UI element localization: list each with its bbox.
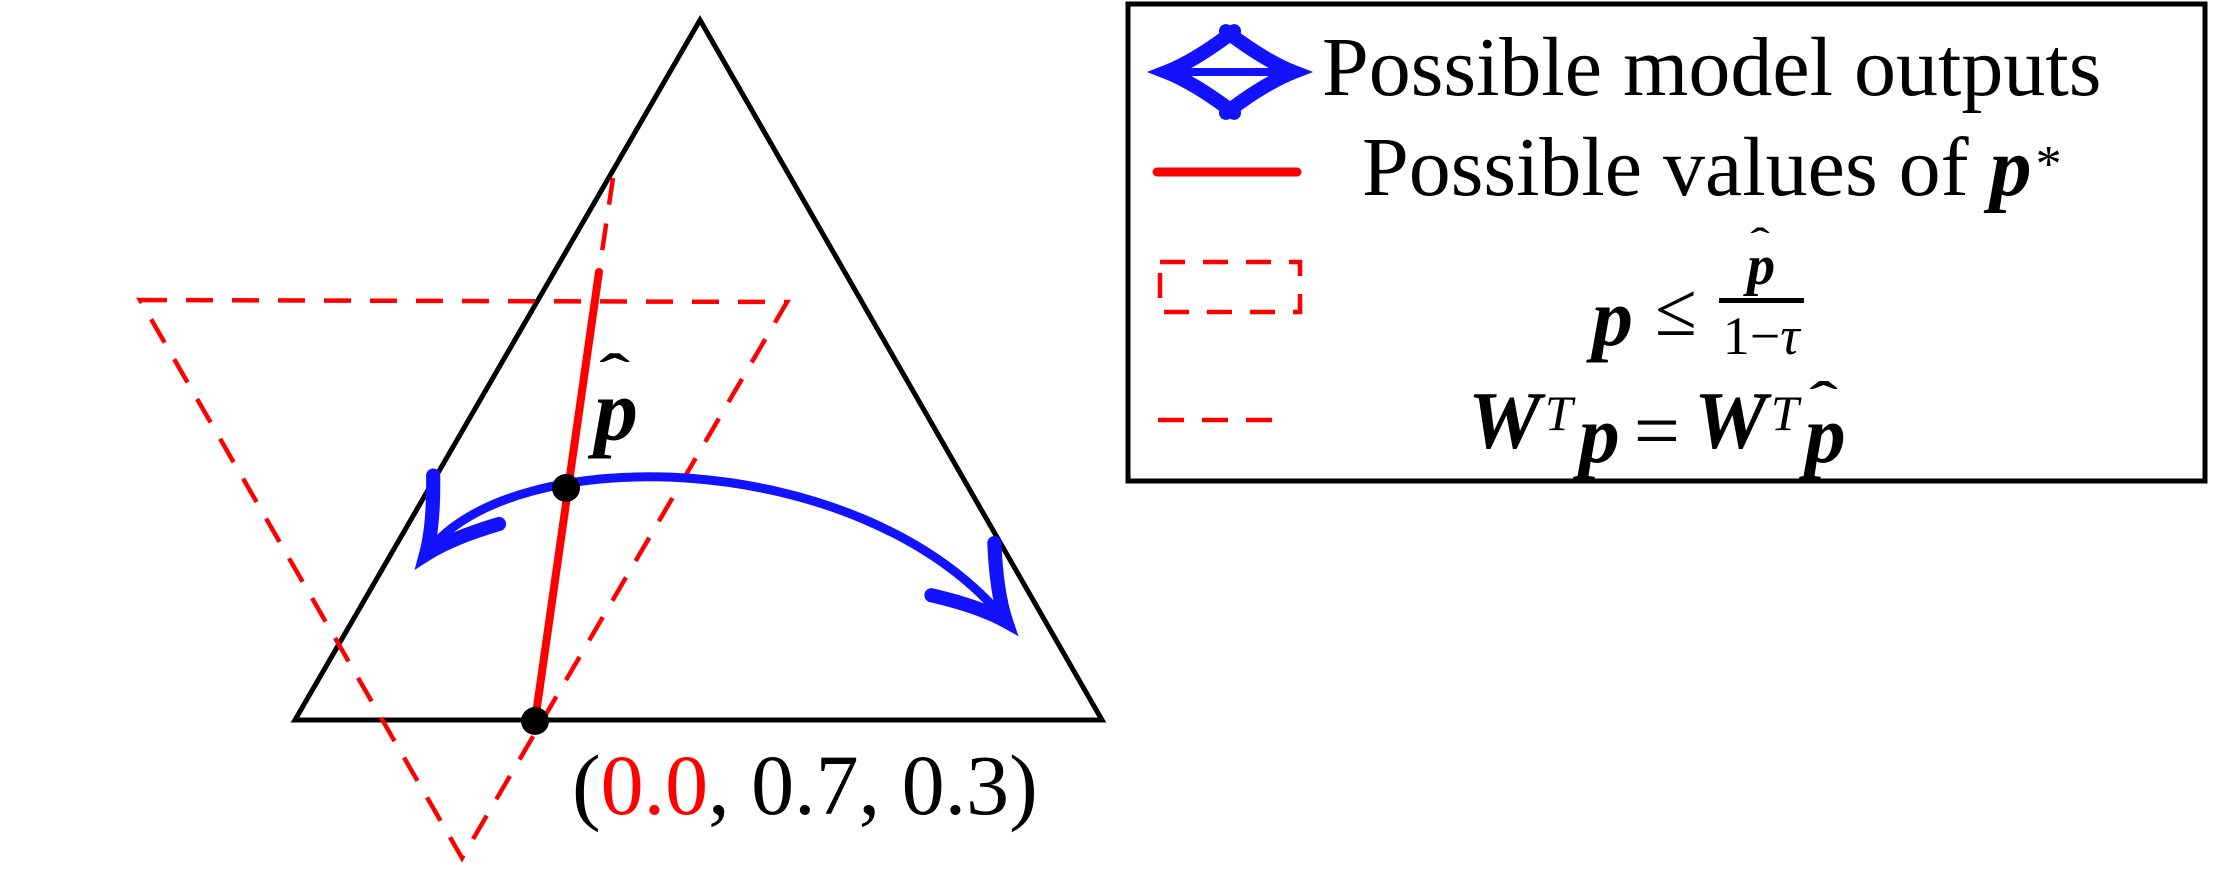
vertex-coordinates-label: (0.0, 0.7, 0.3) — [572, 742, 1038, 828]
phat-hat-accent: ˆ — [599, 343, 630, 405]
coord-zero-component: 0.0 — [600, 737, 709, 833]
row4-phat-p: p — [1804, 389, 1846, 480]
legend-label-pstar-values: Possible values of p* — [1362, 126, 2062, 210]
model-outputs-arc — [414, 468, 1019, 637]
phat-fraction: ˆ p 1−τ — [1718, 224, 1804, 366]
row4-phat-hat-accent: ˆ — [1809, 371, 1839, 428]
legend-row2-p: p — [1989, 121, 2032, 214]
phat-letter: p — [594, 363, 638, 460]
hyperplane-dashed-segment — [596, 177, 616, 273]
legend-row3-p: p — [1592, 272, 1633, 363]
legend-row2-text: Possible values of — [1362, 121, 1969, 214]
coord-open-paren: ( — [572, 737, 601, 833]
fraction-one-minus: 1− — [1722, 305, 1781, 366]
legend-label-model-outputs: Possible model outputs — [1322, 21, 2102, 114]
legend-dashed-rect-symbol — [1157, 259, 1303, 315]
boundary-vertex-dot — [521, 707, 549, 735]
fraction-numerator: ˆ p — [1737, 224, 1785, 298]
fraction-p: p — [1747, 234, 1776, 297]
fraction-denominator: 1−τ — [1718, 297, 1804, 366]
legend-label-upper-bound-constraint: p ≤ ˆ p 1−τ — [1592, 224, 1804, 370]
coord-rest: , 0.7, 0.3) — [708, 737, 1038, 833]
row4-p: p — [1578, 389, 1620, 480]
row4-T-right: T — [1770, 385, 1799, 441]
legend-box — [1125, 1, 2208, 484]
row4-W-right: W — [1693, 375, 1767, 466]
row4-phat: ˆ p — [1805, 374, 1846, 476]
fraction-hat-accent: ˆ — [1750, 221, 1771, 261]
simplex-triangle — [290, 14, 1107, 723]
equals-symbol: = — [1633, 385, 1680, 476]
tau-symbol: τ — [1780, 305, 1800, 366]
row4-W-left: W — [1468, 375, 1541, 466]
phat-dot — [552, 474, 580, 502]
leq-symbol: ≤ — [1655, 268, 1697, 352]
row4-T-left: T — [1544, 385, 1573, 441]
phat-point-label: ˆ p — [594, 347, 638, 456]
legend-label-hyperplane-equation: W T p = W T ˆ p — [1468, 374, 1846, 475]
legend-row2-star: * — [2035, 136, 2062, 193]
